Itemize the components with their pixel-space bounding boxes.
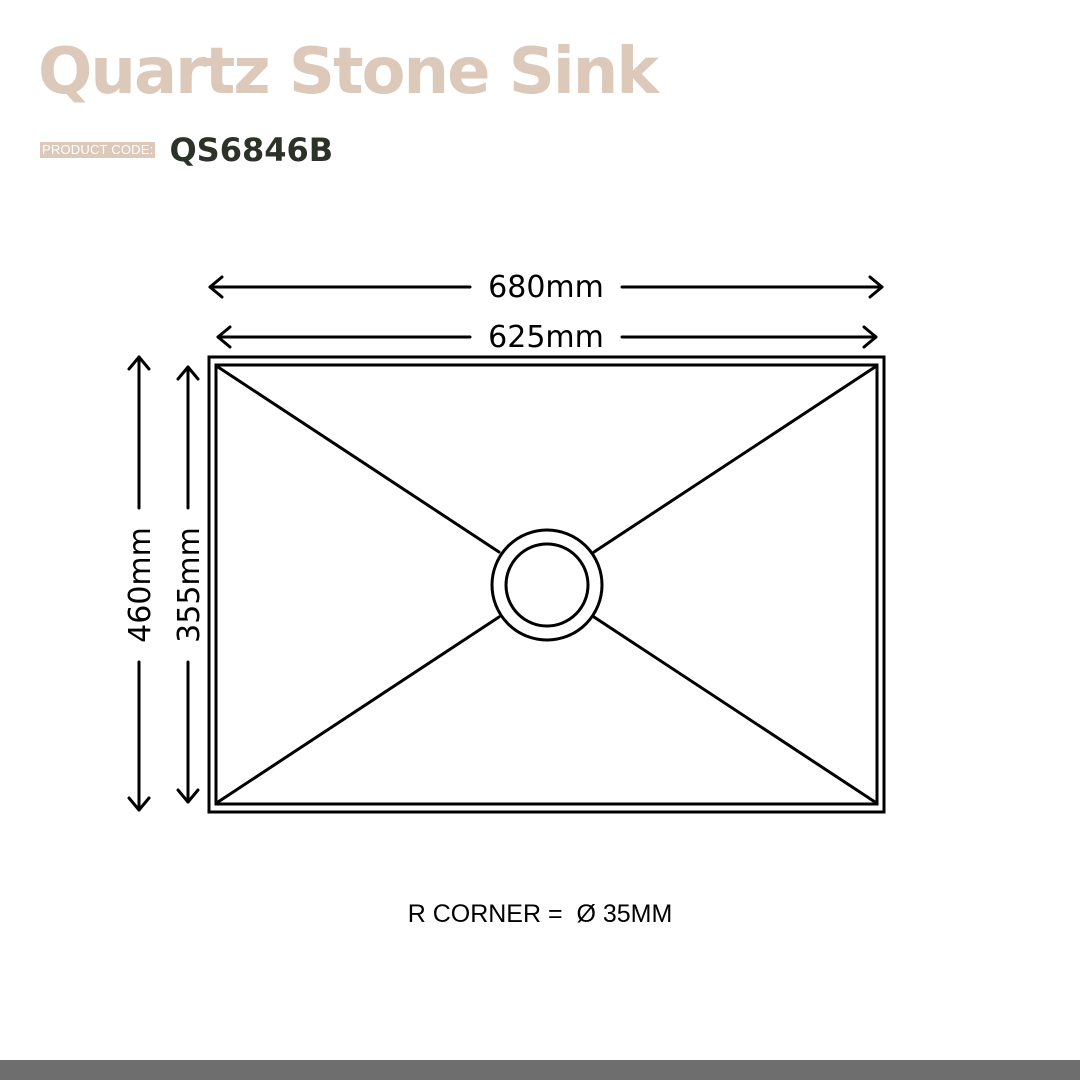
slope-line-bottom-left [216,615,501,804]
inner-height-dimension [176,365,200,804]
drain [490,528,604,642]
inner-height-arrow-bottom [176,788,200,804]
corner-radius-note: R CORNER = Ø 35MM [407,900,673,928]
product-code-row: PRODUCT CODE: QS6846B [40,132,333,168]
slope-line-top-left [216,365,501,554]
sink-outer-rim [207,355,886,814]
slope-line-bottom-right [592,615,877,804]
inner-height-arrow-top [176,365,200,381]
outer-height-arrow-top [127,355,151,371]
product-code-label: PRODUCT CODE: [40,142,156,158]
footer-bar [0,1060,1080,1080]
sink-outline [207,355,886,814]
product-code-value: QS6846B [169,131,334,169]
drain-slope-lines [216,365,877,804]
slope-line-top-right [592,365,877,554]
outer-height-arrow-bottom [127,796,151,812]
outer-width-arrow-right [868,275,884,299]
inner-width-arrow-left [216,325,232,349]
outer-width-dimension [208,275,884,299]
outer-width-label: 680mm [488,270,604,305]
inner-width-label: 625mm [488,320,604,355]
inner-width-arrow-right [862,325,878,349]
outer-height-label: 460mm [123,527,158,643]
outer-height-dimension [127,355,151,812]
sink-inner-basin [214,363,879,806]
outer-width-arrow-left [208,275,224,299]
inner-width-dimension [216,325,878,349]
drain-inner-ring [504,542,590,628]
product-title: Quartz Stone Sink [38,35,659,109]
inner-height-label: 355mm [172,527,207,643]
